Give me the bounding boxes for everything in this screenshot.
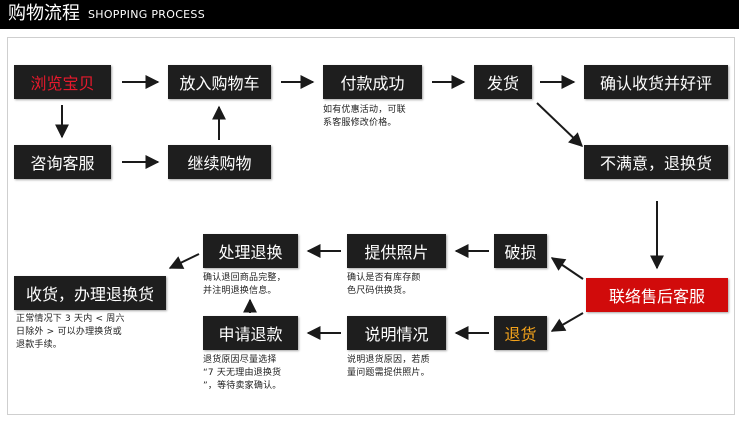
note-pay: 如有优惠活动，可联 系客服修改价格。 xyxy=(323,105,406,128)
arrow-after-sales-damaged xyxy=(550,257,584,280)
arrow-ship-unsatisfied xyxy=(536,102,584,147)
page-subtitle: SHOPPING PROCESS xyxy=(88,8,206,21)
note-handle-return: 确认退回商品完整， 并注明退换信息。 xyxy=(203,273,286,296)
node-explain: 说明情况 xyxy=(347,316,446,350)
node-apply-return: 申请退款 xyxy=(203,316,298,350)
note-receive-return: 正常情况下 3 天内 < 周六 日除外 > 可以办理换货或 退款手续。 xyxy=(16,314,125,350)
node-contact-after-sales: 联络售后客服 xyxy=(586,278,728,312)
flowchart-canvas xyxy=(7,37,735,415)
node-ship: 发货 xyxy=(474,65,532,99)
page-title: 购物流程 xyxy=(8,3,80,24)
node-damaged: 破损 xyxy=(494,234,547,268)
note-provide-photos: 确认是否有库存颜 色尺码供换货。 xyxy=(347,273,421,296)
note-explain: 说明退货原因，若质 量问题需提供照片。 xyxy=(347,355,430,378)
arrow-handle-receive xyxy=(168,253,200,269)
node-return: 退货 xyxy=(494,316,547,350)
arrow-after-sales-return xyxy=(550,312,584,332)
node-pay: 付款成功 xyxy=(323,65,422,99)
node-receive-return: 收货，办理退换货 xyxy=(14,276,166,310)
node-handle-return: 处理退换 xyxy=(203,234,298,268)
node-continue: 继续购物 xyxy=(168,145,271,179)
header-bar: 购物流程 SHOPPING PROCESS xyxy=(0,0,739,29)
node-unsatisfied: 不满意，退换货 xyxy=(584,145,728,179)
node-cart: 放入购物车 xyxy=(168,65,271,99)
node-confirm: 确认收货并好评 xyxy=(584,65,728,99)
note-apply-return: 退货原因尽量选择 “7 天无理由退换货 ”，等待卖家确认。 xyxy=(203,355,282,391)
node-provide-photos: 提供照片 xyxy=(347,234,446,268)
node-consult: 咨询客服 xyxy=(14,145,111,179)
node-browse: 浏览宝贝 xyxy=(14,65,111,99)
